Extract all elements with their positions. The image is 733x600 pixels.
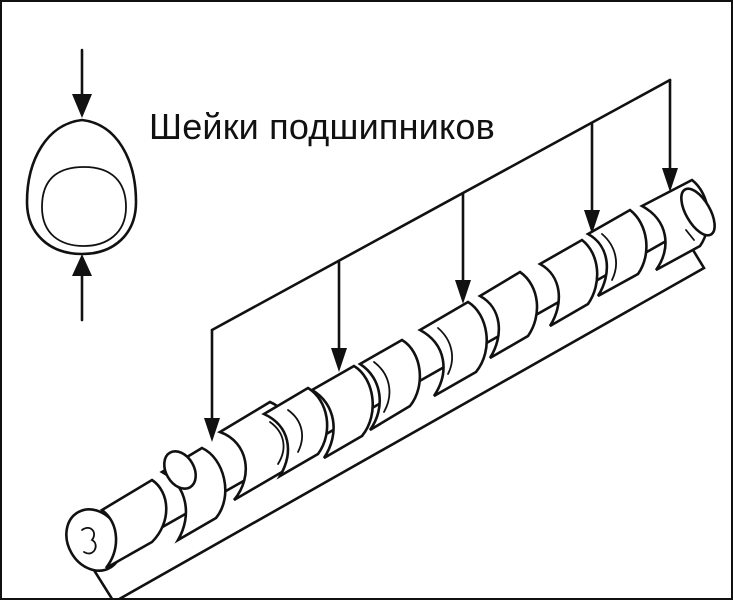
journal-3 <box>417 300 489 398</box>
cam-lobe-section <box>25 48 138 322</box>
journal-5 <box>639 178 716 272</box>
journal-1 <box>159 446 227 544</box>
bearing-journals-label: Шейки подшипников <box>149 106 495 147</box>
journal-2 <box>309 364 375 460</box>
journal-4 <box>585 208 648 298</box>
bearing-journal-leaders <box>204 78 678 442</box>
camshaft <box>65 178 716 598</box>
